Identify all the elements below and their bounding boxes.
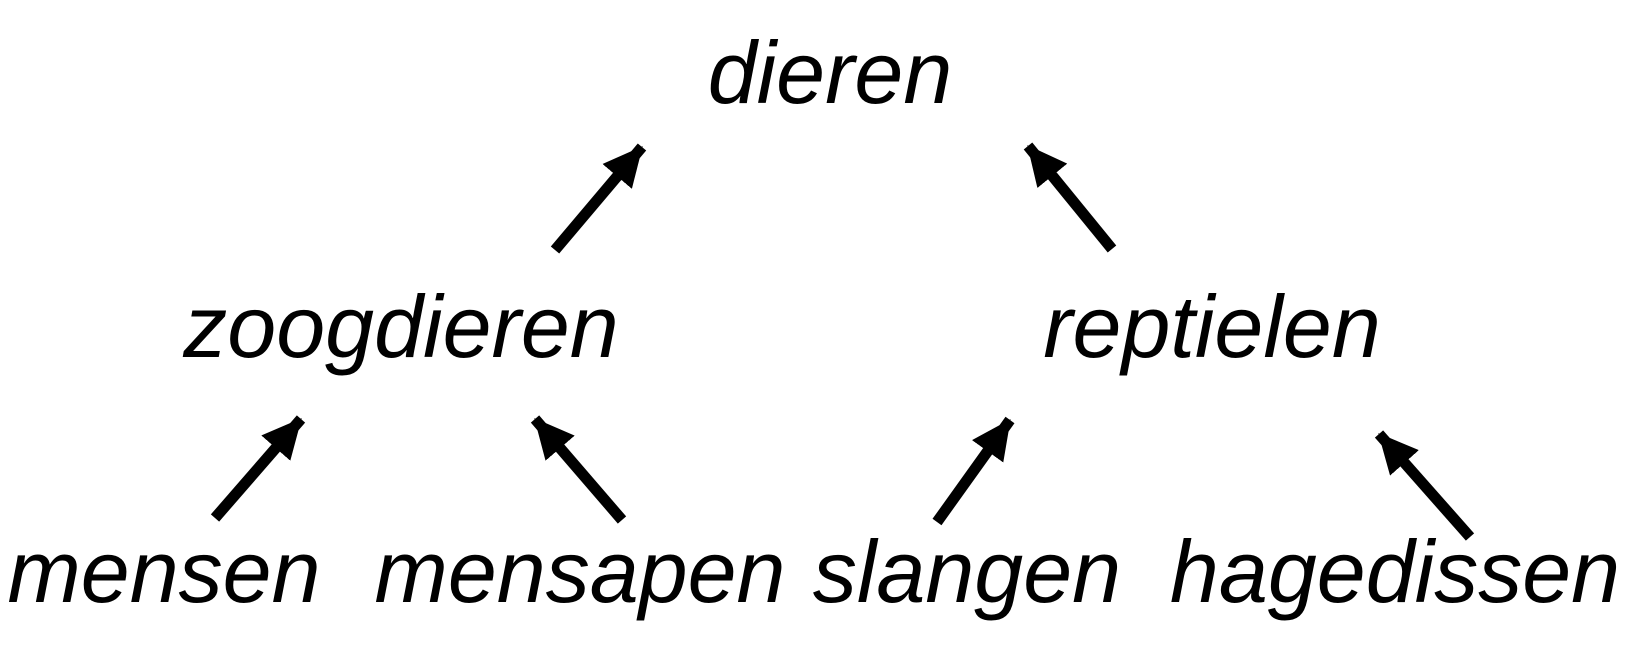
node-dieren: dieren xyxy=(707,23,953,122)
node-zoogdieren: zoogdieren xyxy=(183,277,619,376)
node-hagedissen: hagedissen xyxy=(1169,522,1621,621)
arrow-zoogdieren-to-dieren xyxy=(550,143,647,254)
arrow-reptielen-to-dieren xyxy=(1023,142,1117,253)
arrow-slangen-to-reptielen xyxy=(932,416,1015,526)
arrow-hagedissen-to-reptielen xyxy=(1374,430,1475,541)
node-reptielen: reptielen xyxy=(1043,277,1381,376)
node-mensen: mensen xyxy=(7,522,321,621)
node-slangen: slangen xyxy=(812,522,1122,621)
arrow-mensen-to-zoogdieren xyxy=(210,415,306,522)
arrow-mensapen-to-zoogdieren xyxy=(530,415,627,524)
node-mensapen: mensapen xyxy=(374,522,786,621)
